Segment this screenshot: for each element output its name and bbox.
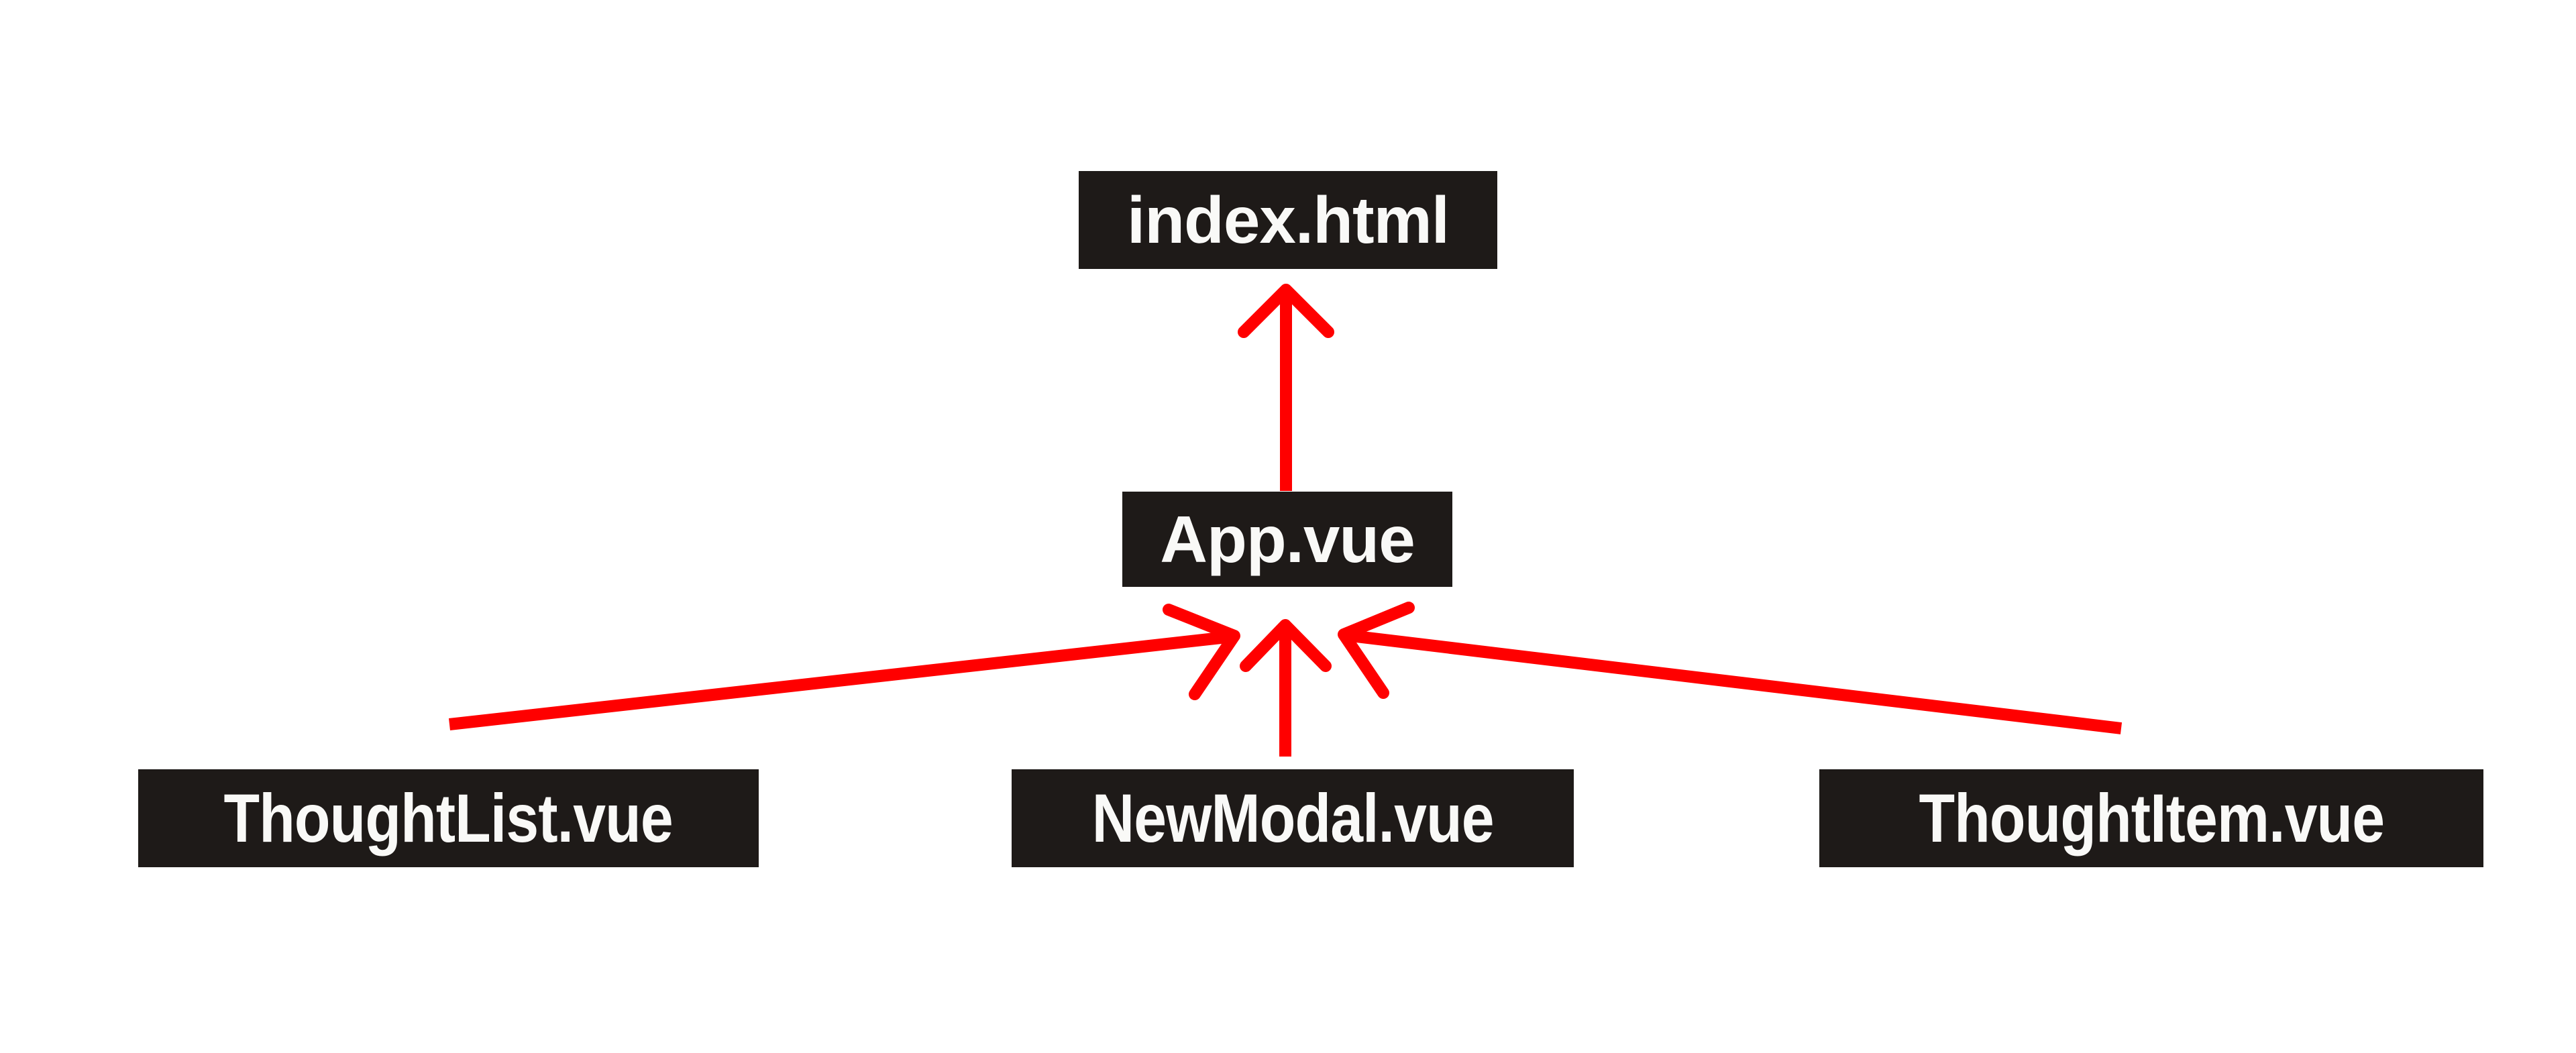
edge-thoughtlist-to-app-shaft bbox=[448, 630, 1234, 730]
node-newmodal-vue[interactable]: NewModal.vue bbox=[1012, 769, 1574, 867]
node-newmodal-vue-label: NewModal.vue bbox=[1091, 780, 1495, 856]
edge-app-to-index bbox=[1238, 284, 1334, 491]
node-app-vue-label: App.vue bbox=[1160, 502, 1415, 576]
edge-thoughtlist-to-app bbox=[448, 604, 1240, 730]
edge-thoughtlist-to-app-arrowhead bbox=[1163, 604, 1240, 700]
edge-thoughtitem-to-app-shaft bbox=[1344, 629, 2123, 734]
edge-thoughtitem-to-app bbox=[1338, 602, 2123, 734]
node-thoughtlist-vue-label: ThoughtList.vue bbox=[223, 780, 674, 856]
node-index-html[interactable]: index.html bbox=[1079, 171, 1497, 269]
edge-thoughtitem-to-app-arrowhead bbox=[1338, 602, 1415, 699]
node-thoughtitem-vue-label: ThoughtItem.vue bbox=[1919, 780, 2385, 856]
node-app-vue[interactable]: App.vue bbox=[1122, 492, 1452, 587]
node-thoughtitem-vue[interactable]: ThoughtItem.vue bbox=[1819, 769, 2483, 867]
edge-newmodal-to-app bbox=[1240, 619, 1332, 757]
node-thoughtlist-vue[interactable]: ThoughtList.vue bbox=[138, 769, 759, 867]
node-index-html-label: index.html bbox=[1126, 183, 1450, 257]
edge-app-to-index-arrowhead bbox=[1238, 284, 1334, 338]
edge-newmodal-to-app-arrowhead bbox=[1240, 619, 1332, 672]
